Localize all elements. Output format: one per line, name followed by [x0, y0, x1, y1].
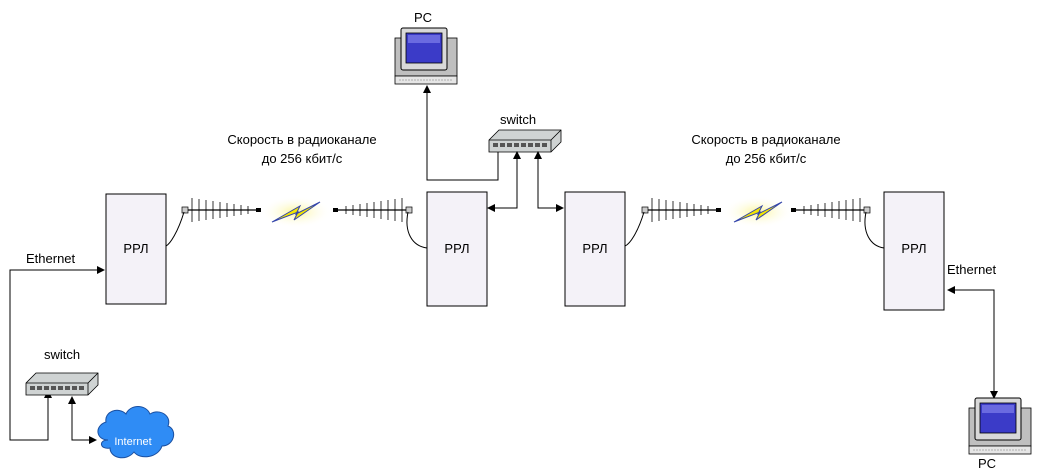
rrl-label-4: РРЛ: [901, 241, 926, 256]
switch-top-label: switch: [500, 112, 536, 127]
rrl-box-2: [426, 191, 488, 307]
speed-left-line1: Скорость в радиоканале: [227, 132, 376, 147]
rrl-box-3: [564, 191, 626, 307]
pc-bottom-label: PC: [978, 456, 996, 471]
ethernet-right-link: [947, 286, 995, 394]
antenna-cable-3: [624, 211, 645, 247]
ethernet-left-label: Ethernet: [26, 251, 76, 266]
rrl-box-1: [105, 193, 167, 305]
yagi-antenna-icon: [181, 197, 262, 223]
ethernet-right-label: Ethernet: [947, 262, 997, 277]
pc-icon: [394, 27, 458, 85]
lightning-icon: [721, 195, 795, 229]
switch-icon: [488, 129, 562, 153]
ethernet-left-link: [9, 266, 105, 441]
yagi-antenna-icon: [790, 197, 871, 223]
switch-rrl3-link: [537, 160, 564, 212]
yagi-antenna-icon: [332, 197, 413, 223]
speed-right-line1: Скорость в радиоканале: [691, 132, 840, 147]
internet-label: Internet: [114, 436, 151, 448]
cloud-icon: [97, 406, 175, 459]
yagi-antenna-icon: [641, 197, 722, 223]
speed-right-line2: до 256 кбит/с: [726, 151, 807, 166]
pc-icon: [968, 397, 1032, 455]
antenna-cable-2: [406, 211, 428, 249]
lightning-icon: [259, 195, 333, 229]
antenna-cable-1: [165, 211, 185, 247]
rrl-label-1: РРЛ: [123, 241, 148, 256]
pc-switch-link: [423, 85, 499, 181]
rrl-label-3: РРЛ: [582, 241, 607, 256]
rrl-box-4: [883, 191, 945, 311]
switch-internet-link: [71, 406, 97, 444]
switch-rrl2-link: [487, 160, 518, 212]
speed-left-line2: до 256 кбит/с: [262, 151, 343, 166]
switch-icon: [25, 372, 99, 396]
antenna-cable-4: [864, 211, 885, 249]
pc-top-label: PC: [414, 10, 432, 25]
switch-left-label: switch: [44, 347, 80, 362]
rrl-label-2: РРЛ: [444, 241, 469, 256]
